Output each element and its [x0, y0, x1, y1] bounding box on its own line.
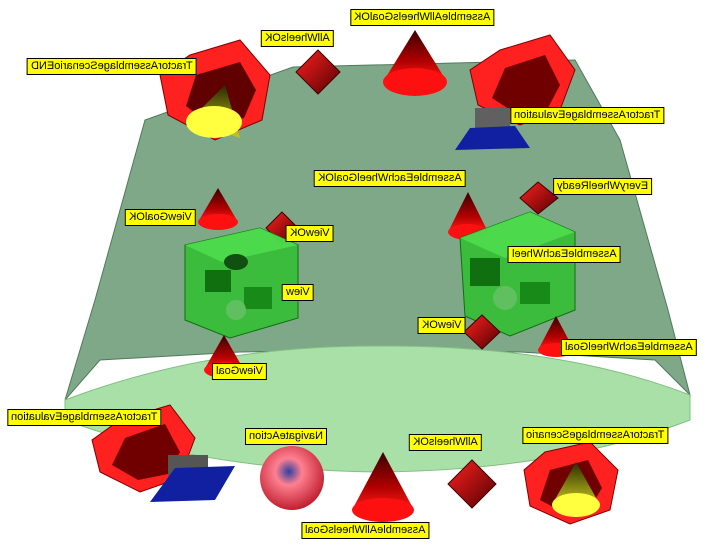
label-assemble-all-wheels-goal-ok: AssembleAllWheelsGoalOK [350, 9, 495, 26]
label-assemble-each-wheel-goal: AssembleEachWheelGoal [561, 339, 697, 356]
label-every-wheel-ready: EveryWheelReady [553, 178, 653, 195]
all-wheels-ok-top-diamond [295, 49, 341, 95]
label-assemble-each-wheel: AssembleEachWheel [508, 246, 621, 263]
tractor-evaluation-top-node [455, 34, 576, 150]
view-ok-right-diamond [463, 314, 501, 350]
all-wheels-ok-bottom-diamond [447, 459, 497, 509]
label-view-ok-left: ViewOK [286, 225, 334, 242]
label-assemble-each-wheel-goal-ok: AssembleEachWheelGoalOK [314, 170, 466, 187]
every-wheel-ready-diamond [519, 181, 559, 215]
label-all-wheels-ok-bottom: AllWheelsOK [409, 434, 482, 451]
label-navigate-action: NavigateAction [245, 428, 327, 445]
label-tractor-evaluation-bottom: TractorAssemblageEvaluation [7, 409, 162, 426]
label-view-goal-ok: ViewGoalOK [125, 209, 196, 226]
label-tractor-evaluation-top: TractorAssemblageEvaluation [510, 107, 665, 124]
assemble-all-wheels-goal-ok-cone [383, 30, 447, 96]
assemble-all-wheels-goal-cone [352, 452, 414, 522]
label-all-wheels-ok-top: AllWheelsOK [261, 30, 334, 47]
tractor-scenario-node [523, 441, 619, 525]
label-view-goal: ViewGoal [212, 363, 267, 380]
label-assemble-all-wheels-goal: AssembleAllWheelsGoal [301, 522, 430, 539]
label-tractor-scenario: TractorAssemblageScenario [522, 427, 669, 444]
tractor-evaluation-bottom-node [91, 404, 235, 502]
navigate-action-sphere [260, 446, 324, 510]
assemble-each-wheel-cube [459, 211, 576, 337]
view-goal-ok-cone [198, 188, 238, 230]
view-cube [184, 227, 299, 339]
label-tractor-scenario-end: TractorAssemblageScenarioEND [27, 58, 197, 75]
label-view-ok-right: ViewOK [418, 317, 466, 334]
label-view: View [282, 284, 314, 301]
